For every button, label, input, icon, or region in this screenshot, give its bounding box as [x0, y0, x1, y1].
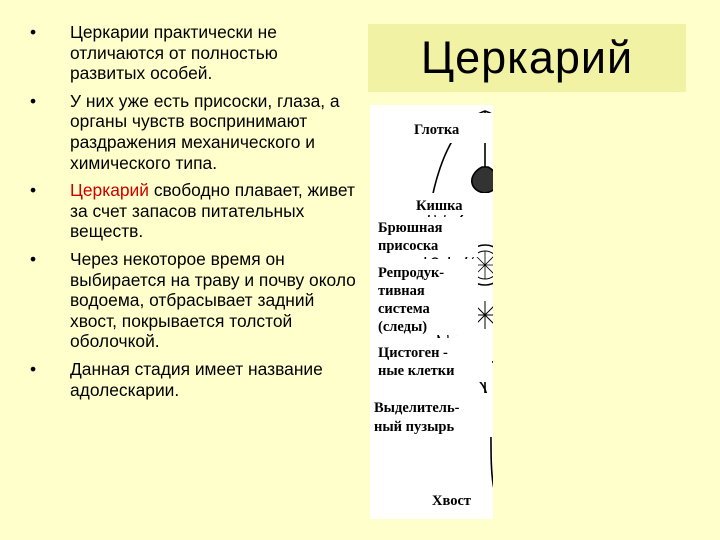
label-cistogen-2: ные клетки: [378, 363, 455, 379]
slide-title: Церкарий: [368, 24, 686, 92]
cercaria-diagram: Глотка Кишка Брюшная присоска Репродук- …: [370, 110, 493, 511]
label-reprod-4: (следы): [378, 319, 427, 335]
label-tail: Хвост: [432, 493, 471, 509]
label-reprod-2: тивная: [378, 283, 425, 299]
label-ventral-1: Брюшная: [378, 220, 443, 236]
bullet-dot: •: [30, 22, 37, 42]
label-intestine: Кишка: [416, 198, 463, 214]
bullet-text: Через некоторое время он выбирается на т…: [70, 248, 356, 352]
bullet-text: Данная стадия имеет название адолескарии…: [70, 358, 323, 400]
label-ventral-2: присоска: [378, 238, 439, 254]
bullet-item-2: • У них уже есть присоски, глаза, а орга…: [26, 91, 356, 173]
bullet-item-5: • Данная стадия имеет название адолескар…: [26, 359, 356, 400]
bullet-text: Церкарии практически не отличаются от по…: [70, 22, 278, 84]
label-bladder-2: ный пузырь: [374, 419, 454, 435]
bullet-item-1: • Церкарии практически не отличаются от …: [26, 22, 356, 84]
label-pharynx: Глотка: [414, 122, 460, 138]
bullet-item-3: • Церкарий свободно плавает, живет за сч…: [26, 180, 356, 242]
bullet-text: У них уже есть присоски, глаза, а органы…: [70, 90, 340, 173]
label-reprod-1: Репродук-: [378, 265, 444, 281]
bullet-text: свободно плавает, живет за счет запасов …: [70, 180, 355, 242]
label-reprod-3: система: [378, 301, 431, 317]
bullet-item-4: • Через некоторое время он выбирается на…: [26, 249, 356, 352]
label-bladder-1: Выделитель-: [374, 400, 460, 416]
bullet-dot: •: [30, 358, 37, 379]
bullet-list: • Церкарии практически не отличаются от …: [26, 22, 356, 407]
cercaria-figure: Глотка Кишка Брюшная присоска Репродук- …: [370, 105, 493, 519]
bullet-highlight-term: Церкарий: [70, 180, 149, 201]
bullet-dot: •: [30, 248, 37, 269]
bullet-dot: •: [30, 180, 37, 201]
label-cistogen-1: Цистоген -: [378, 345, 448, 361]
bullet-dot: •: [30, 90, 37, 111]
reproductive-traces: [471, 301, 493, 329]
